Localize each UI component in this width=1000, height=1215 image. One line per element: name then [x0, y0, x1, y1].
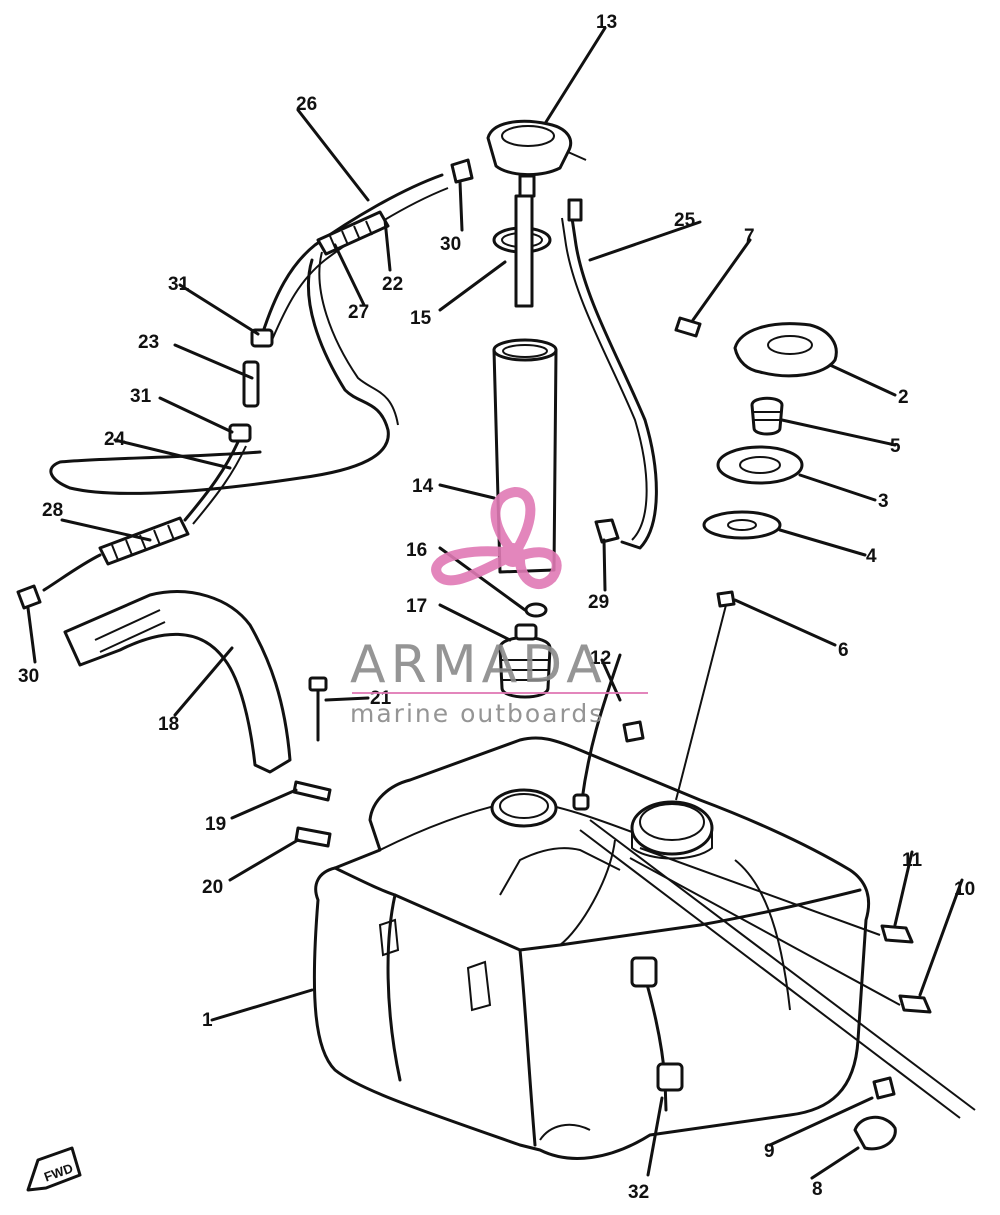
- filter-clip: [524, 602, 548, 618]
- leader-lines: [26, 26, 964, 1180]
- callout-labels: 1 2 3 4 5 6 7 8 9 10 11 12 13 14 15 16 1…: [18, 12, 975, 1203]
- callout-20: 20: [202, 877, 223, 898]
- callout-31a: 31: [168, 274, 190, 295]
- callout-7: 7: [744, 226, 755, 247]
- return-hose: [561, 198, 658, 550]
- fuel-strainer-pipe: [492, 338, 558, 574]
- armada-watermark: ARMADA marine outboards: [350, 486, 648, 728]
- cap-packing-4: [702, 510, 782, 540]
- callout-2: 2: [898, 387, 909, 408]
- hose-joint-30b: [16, 584, 42, 610]
- callout-12: 12: [590, 648, 611, 669]
- callout-28: 28: [42, 500, 63, 521]
- callout-25: 25: [674, 210, 696, 231]
- fuel-hose-main: [49, 173, 449, 495]
- cap-spring-5: [750, 396, 784, 436]
- callout-16: 16: [406, 540, 427, 561]
- callout-24: 24: [104, 429, 126, 450]
- propeller-logo-icon: [431, 486, 562, 589]
- callout-6: 6: [838, 640, 849, 661]
- hose-joint-29: [594, 518, 620, 544]
- callout-26: 26: [296, 94, 317, 115]
- clamp-8: [853, 1115, 897, 1151]
- cap-nut-6: [716, 590, 736, 608]
- callout-11: 11: [902, 850, 923, 871]
- band-collar-19: [292, 780, 332, 802]
- watermark-brand: ARMADA: [350, 635, 607, 695]
- band-washer-20: [294, 826, 332, 848]
- callout-30b: 30: [18, 666, 39, 687]
- hose-protector-27: [316, 210, 390, 256]
- callout-5: 5: [890, 436, 901, 457]
- callout-8: 8: [812, 1179, 823, 1200]
- callout-13: 13: [596, 12, 617, 33]
- callout-1: 1: [202, 1010, 213, 1031]
- callout-30a: 30: [440, 234, 461, 255]
- hose-clip-31b: [228, 423, 252, 443]
- fuel-tank: [312, 736, 871, 1160]
- fuel-hose-24: [183, 440, 247, 525]
- callout-31b: 31: [130, 386, 152, 407]
- bolt-10: [898, 994, 932, 1014]
- callout-18: 18: [158, 714, 179, 735]
- bolt-11: [880, 924, 914, 944]
- band-bolt-21: [308, 676, 328, 742]
- callout-29: 29: [588, 592, 609, 613]
- fuel-sender-unit: [486, 119, 587, 198]
- forward-direction-marker: FWD: [26, 1146, 82, 1192]
- fuel-filter: [498, 623, 552, 699]
- callout-15: 15: [410, 308, 432, 329]
- callout-23: 23: [138, 332, 159, 353]
- hose-12: [572, 653, 645, 811]
- hose-protector-28: [42, 516, 190, 592]
- callout-14: 14: [412, 476, 434, 497]
- callout-3: 3: [878, 491, 889, 512]
- callout-22: 22: [382, 274, 403, 295]
- callout-27: 27: [348, 302, 369, 323]
- watermark-tagline: marine outboards: [350, 699, 604, 728]
- cap-screw-7: [674, 316, 702, 338]
- pickup-tube: [514, 194, 534, 308]
- hose-joint-23: [242, 360, 260, 408]
- cap-seat-3: [716, 445, 804, 485]
- hose-joint-30: [450, 158, 474, 184]
- callout-9: 9: [764, 1141, 775, 1162]
- callout-4: 4: [866, 546, 877, 567]
- callout-32: 32: [628, 1182, 649, 1203]
- callout-10: 10: [954, 879, 975, 900]
- tank-band: [63, 590, 292, 774]
- callout-19: 19: [205, 814, 226, 835]
- clamp-9: [872, 1076, 896, 1100]
- callout-17: 17: [406, 596, 427, 617]
- filler-cap: [733, 322, 838, 378]
